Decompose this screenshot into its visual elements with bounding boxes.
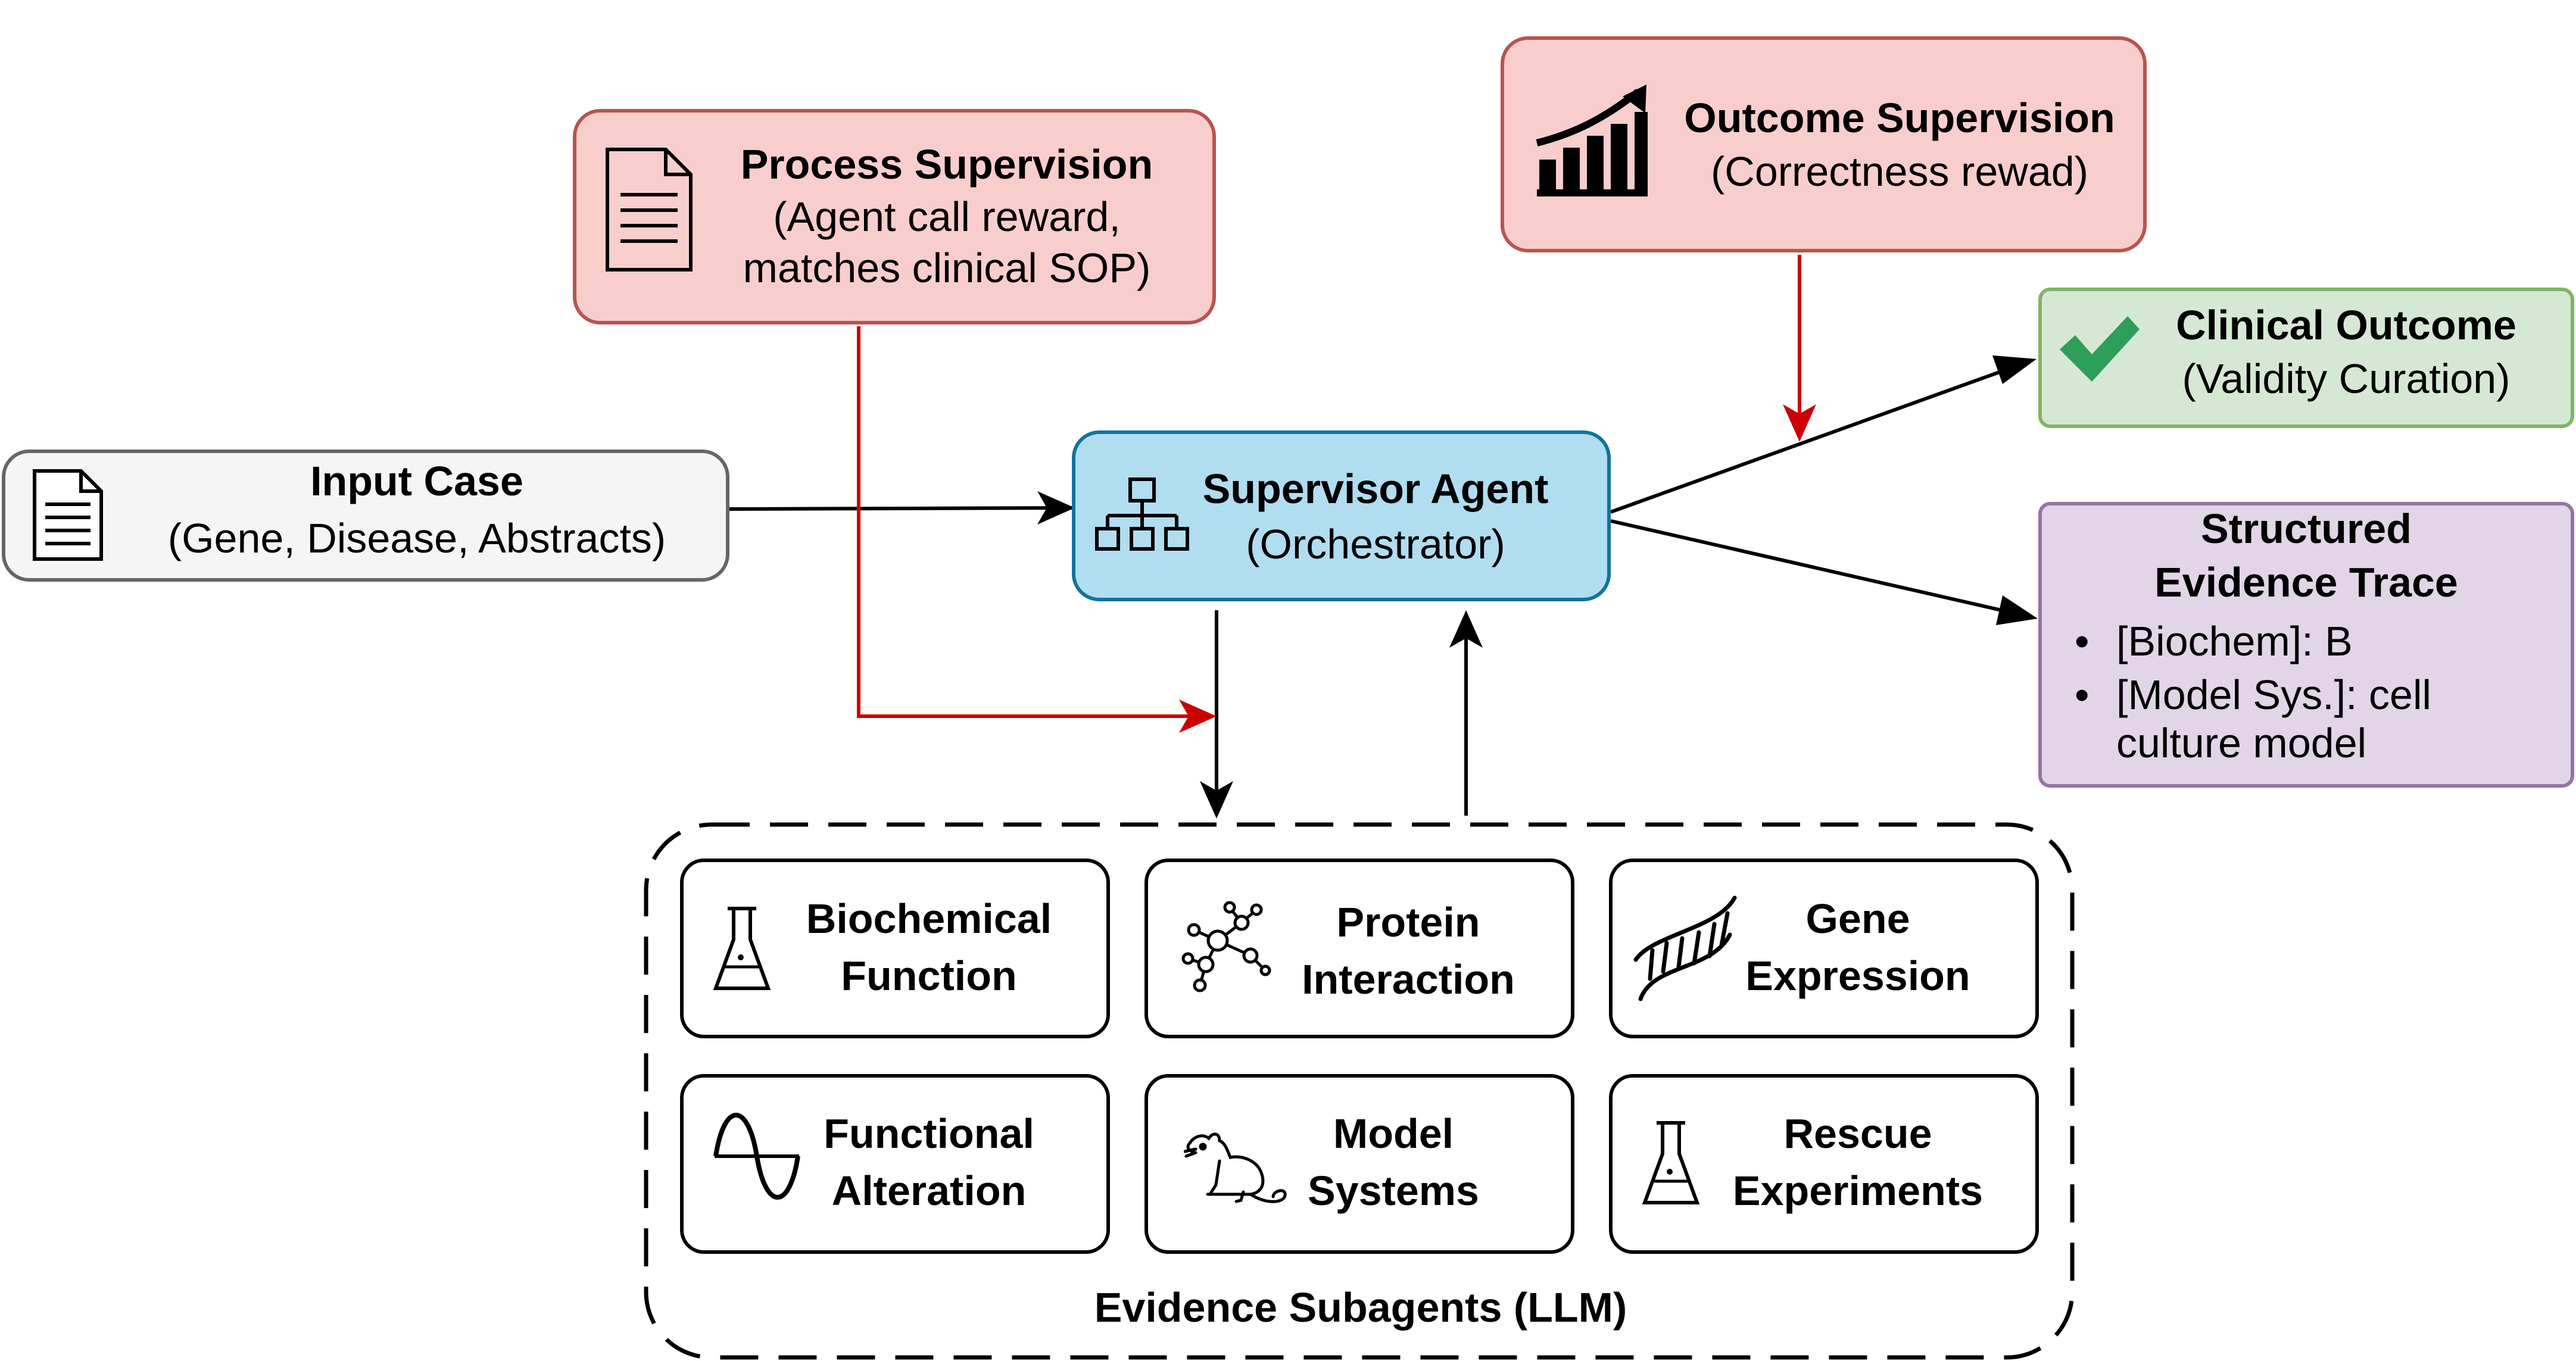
subagent-label-line1: Functional <box>824 1110 1034 1157</box>
evidence-trace-title-line2: Evidence Trace <box>2154 559 2458 605</box>
subagent-model-systems <box>1144 1074 1574 1254</box>
subagents-group-label: Evidence Subagents (LLM) <box>1094 1284 1627 1331</box>
subagent-label-line2: Experiments <box>1732 1168 1984 1214</box>
checkmark-icon <box>2060 316 2140 382</box>
arrow-supervisor-to-trace <box>1610 519 2028 618</box>
subagent-label-line1: Model <box>1333 1110 1454 1157</box>
subagent-label-line2: Expression <box>1745 953 1970 999</box>
dna-icon <box>1633 895 1737 1001</box>
clinical-outcome-box <box>2038 288 2574 428</box>
arrow-input-to-supervisor <box>729 506 1072 511</box>
arrow-supervisor-to-outcome <box>1610 360 2029 514</box>
evidence-trace-item: [Biochem]: B <box>2064 614 2564 668</box>
arrow-process-supervision <box>857 326 1191 718</box>
subagent-label-line2: Interaction <box>1302 956 1515 1003</box>
flask-icon <box>1642 1121 1700 1204</box>
sine-wave-icon <box>713 1113 800 1200</box>
evidence-trace-item-continued: culture model <box>2116 720 2367 766</box>
outcome-supervision-subtitle: (Correctness rewad) <box>1710 148 2089 195</box>
subagent-label-line2: Function <box>841 953 1017 999</box>
process-supervision-line1: (Agent call reward, <box>773 193 1121 240</box>
outcome-supervision-box <box>1501 36 2147 252</box>
subagent-label-line1: Rescue <box>1783 1110 1932 1157</box>
supervisor-agent-subtitle: (Orchestrator) <box>1246 521 1505 567</box>
subagent-functional-alteration <box>680 1074 1110 1254</box>
clinical-outcome-title: Clinical Outcome <box>2176 302 2516 348</box>
supervisor-agent-title: Supervisor Agent <box>1202 466 1549 512</box>
input-case-box <box>2 449 729 582</box>
subagent-label-line1: Gene <box>1805 895 1910 942</box>
subagent-label-line2: Alteration <box>831 1168 1027 1214</box>
evidence-trace-item: [Model Sys.]: cell <box>2064 668 2564 722</box>
process-supervision-title: Process Supervision <box>740 141 1153 188</box>
input-case-subtitle: (Gene, Disease, Abstracts) <box>167 515 666 561</box>
flask-icon <box>713 907 771 990</box>
process-supervision-line2: matches clinical SOP) <box>743 245 1151 291</box>
mouse-icon <box>1184 1132 1287 1203</box>
subagent-label-line1: Protein <box>1336 899 1480 945</box>
clinical-outcome-subtitle: (Validity Curation) <box>2182 355 2510 402</box>
subagent-rescue-experiments <box>1609 1074 2039 1254</box>
hierarchy-icon <box>1095 477 1189 551</box>
evidence-trace-list: [Biochem]: B [Model Sys.]: cell <box>2064 614 2564 722</box>
process-supervision-box <box>573 109 1216 324</box>
outcome-supervision-title: Outcome Supervision <box>1684 95 2115 141</box>
evidence-trace-title-line1: Structured <box>2201 505 2412 552</box>
document-icon <box>606 148 693 271</box>
growth-chart-icon <box>1536 85 1648 196</box>
document-icon <box>33 469 103 561</box>
molecule-icon <box>1181 901 1271 992</box>
subagent-label-line2: Systems <box>1308 1168 1479 1214</box>
input-case-title: Input Case <box>310 458 523 504</box>
subagent-label-line1: Biochemical <box>806 895 1052 942</box>
